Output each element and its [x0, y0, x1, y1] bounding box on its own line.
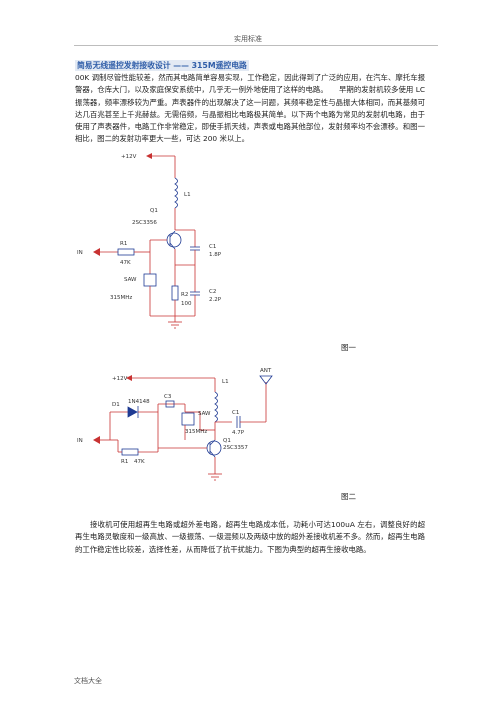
page-footer: 文档大全 — [74, 677, 102, 685]
capacitor-c3-fig2 — [165, 400, 175, 408]
r2-label-fig1: R2 — [181, 292, 188, 298]
c1-label-fig2: C1 — [232, 410, 239, 416]
header-divider — [74, 45, 438, 46]
figure-2-schematic — [93, 375, 273, 481]
input-arrow-fig1 — [93, 248, 100, 256]
saw-freq-fig1: 315MHz — [110, 295, 132, 301]
c2-value-fig1: 2.2P — [209, 297, 222, 303]
vcc-tag-1 — [146, 153, 152, 159]
r1-value-fig1: 47K — [120, 260, 131, 266]
transistor-q1-fig1 — [166, 232, 182, 248]
figure-1-caption: 图一 — [341, 343, 356, 352]
vcc-label-fig1: +12V — [121, 154, 137, 160]
paragraph-receiver: 接收机可使用超再生电路或超外差电路，超再生电路成本低，功耗小可达100uA 左右… — [75, 520, 425, 554]
r1-value-fig2: 47K — [134, 459, 145, 465]
resistor-r2-fig1 — [171, 285, 179, 301]
c1-value-fig1: 1.8P — [209, 252, 222, 258]
c1-value-fig2: 4.7P — [232, 430, 245, 436]
q1-part-fig2: 2SC3357 — [223, 445, 248, 451]
q1-part-fig1: 2SC3356 — [132, 220, 157, 226]
figure-2-labels: +12V ANT L1 D1 1N4148 C3 SAW 315MHz C1 4… — [77, 368, 272, 465]
c3-label-fig2: C3 — [164, 394, 172, 400]
vcc-label-fig2: +12V — [112, 376, 128, 382]
q1-label-fig1: Q1 — [150, 208, 158, 214]
inductor-l1-fig1 — [174, 177, 178, 209]
in-label-fig1: IN — [77, 250, 83, 256]
saw-resonator-fig1 — [143, 273, 157, 287]
d1-part-fig2: 1N4148 — [128, 399, 150, 405]
r1-label-fig2: R1 — [121, 459, 128, 465]
transistor-q1-fig2 — [206, 440, 222, 456]
paragraph-intro: 00K 调制尽管性能较差，然而其电路简单容易实现，工作稳定，因此得到了广泛的应用… — [75, 73, 425, 144]
r1-label-fig1: R1 — [120, 241, 127, 247]
figure-1-schematic — [93, 153, 200, 329]
q1-label-fig2: Q1 — [223, 438, 231, 444]
article-title: 简易无线遥控发射接收设计 —— 315M遥控电路 — [75, 60, 249, 71]
saw-label-fig2: SAW — [198, 411, 211, 417]
c1-label-fig1: C1 — [209, 244, 216, 250]
in-label-fig2: IN — [77, 438, 83, 444]
figure-2-caption: 图二 — [341, 492, 356, 501]
resistor-r1-fig1 — [117, 248, 135, 256]
saw-freq-fig2: 315MHz — [185, 429, 207, 435]
l1-label-fig2: L1 — [222, 379, 229, 385]
d1-label-fig2: D1 — [112, 402, 120, 408]
c2-label-fig1: C2 — [209, 289, 216, 295]
figure-1-labels: +12V L1 Q1 2SC3356 R1 IN 47K C1 1.8P SAW… — [77, 154, 222, 307]
saw-label-fig1: SAW — [124, 277, 137, 283]
diode-d1-fig2 — [127, 406, 138, 418]
ant-label-fig2: ANT — [260, 368, 272, 374]
r2-value-fig1: 100 — [181, 301, 192, 307]
l1-label-fig1: L1 — [184, 192, 191, 198]
antenna-icon-fig2 — [259, 375, 273, 385]
saw-resonator-fig2 — [181, 412, 195, 426]
page-header: 实用标准 — [234, 35, 262, 43]
vcc-tag-2 — [126, 375, 132, 381]
resistor-r1-fig2 — [121, 448, 139, 456]
input-arrow-fig2 — [93, 436, 100, 444]
inductor-l1-fig2 — [214, 391, 218, 423]
